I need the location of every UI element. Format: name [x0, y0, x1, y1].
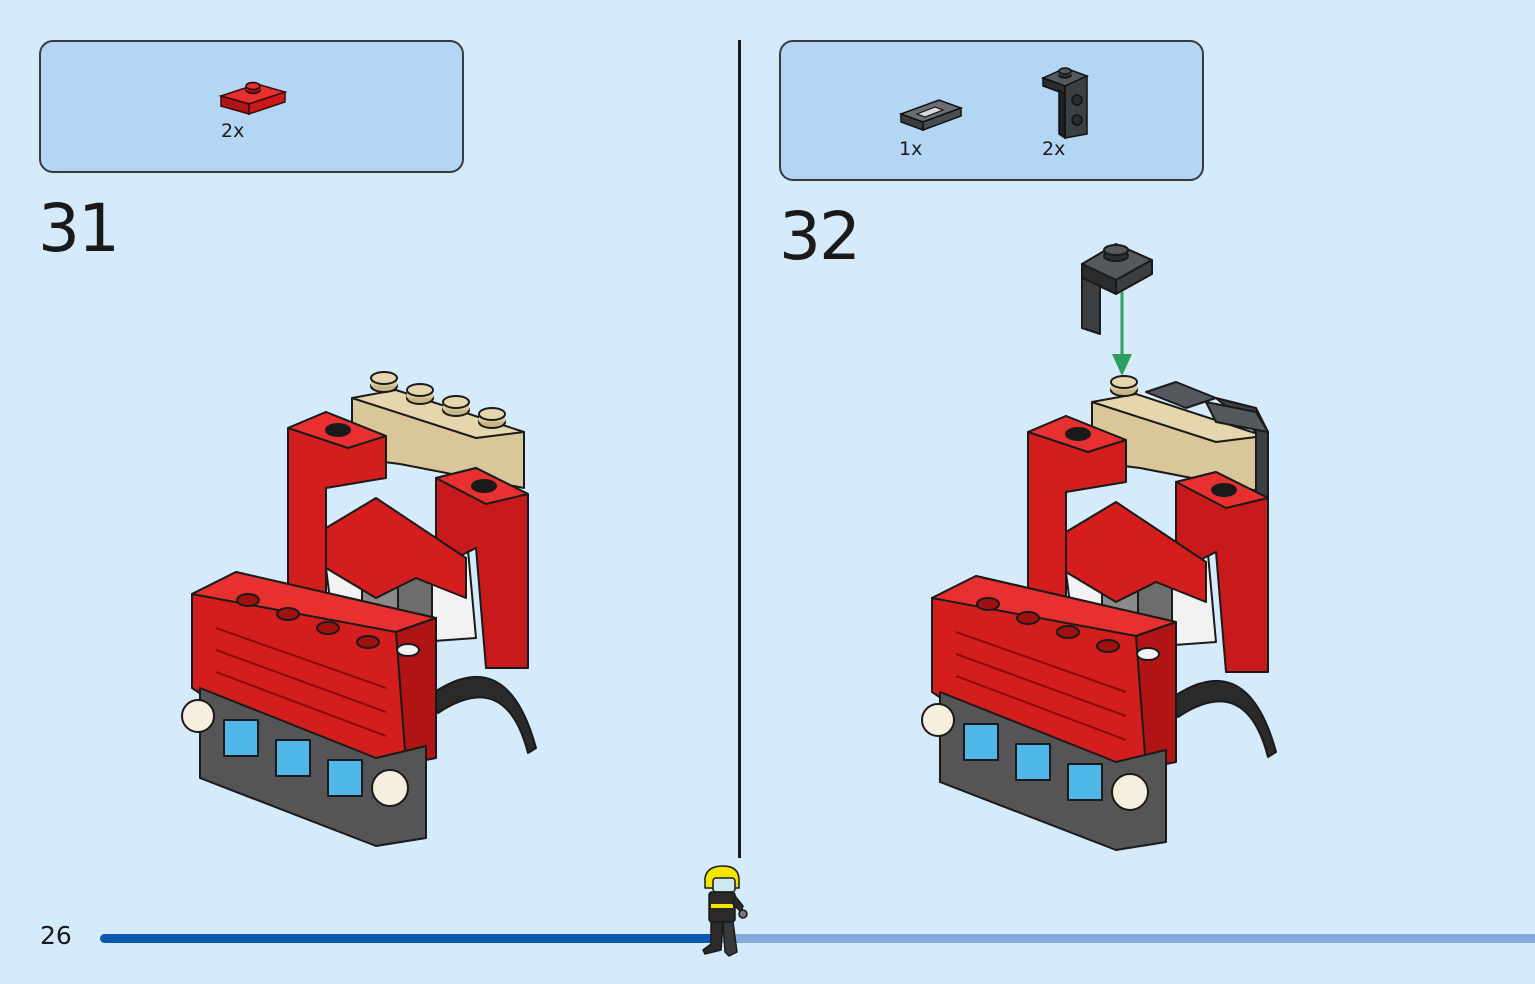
progress-bar-fill [100, 934, 718, 943]
dark-gray-grille-tile-icon [898, 99, 964, 132]
step-number: 31 [38, 190, 120, 267]
placed-bracket [1081, 243, 1153, 335]
parts-callout-step-32: 1x 2x [779, 40, 1204, 181]
truck-cab-model-step-32 [921, 243, 1277, 851]
page-number: 26 [40, 921, 72, 950]
red-plate-1x2-jumper-icon [218, 81, 288, 116]
page-divider [738, 40, 741, 858]
part-qty: 1x [899, 138, 923, 160]
placement-arrow [1112, 292, 1132, 376]
progress-bar [100, 934, 1535, 943]
part-qty: 2x [1042, 138, 1066, 160]
black-bracket-icon [1041, 67, 1089, 140]
parts-callout-step-31: 2x [39, 40, 464, 173]
truck-cab-model-step-31 [181, 371, 537, 847]
part-qty: 2x [221, 120, 245, 142]
step-number: 32 [779, 198, 861, 275]
firefighter-minifig-icon [702, 865, 748, 957]
